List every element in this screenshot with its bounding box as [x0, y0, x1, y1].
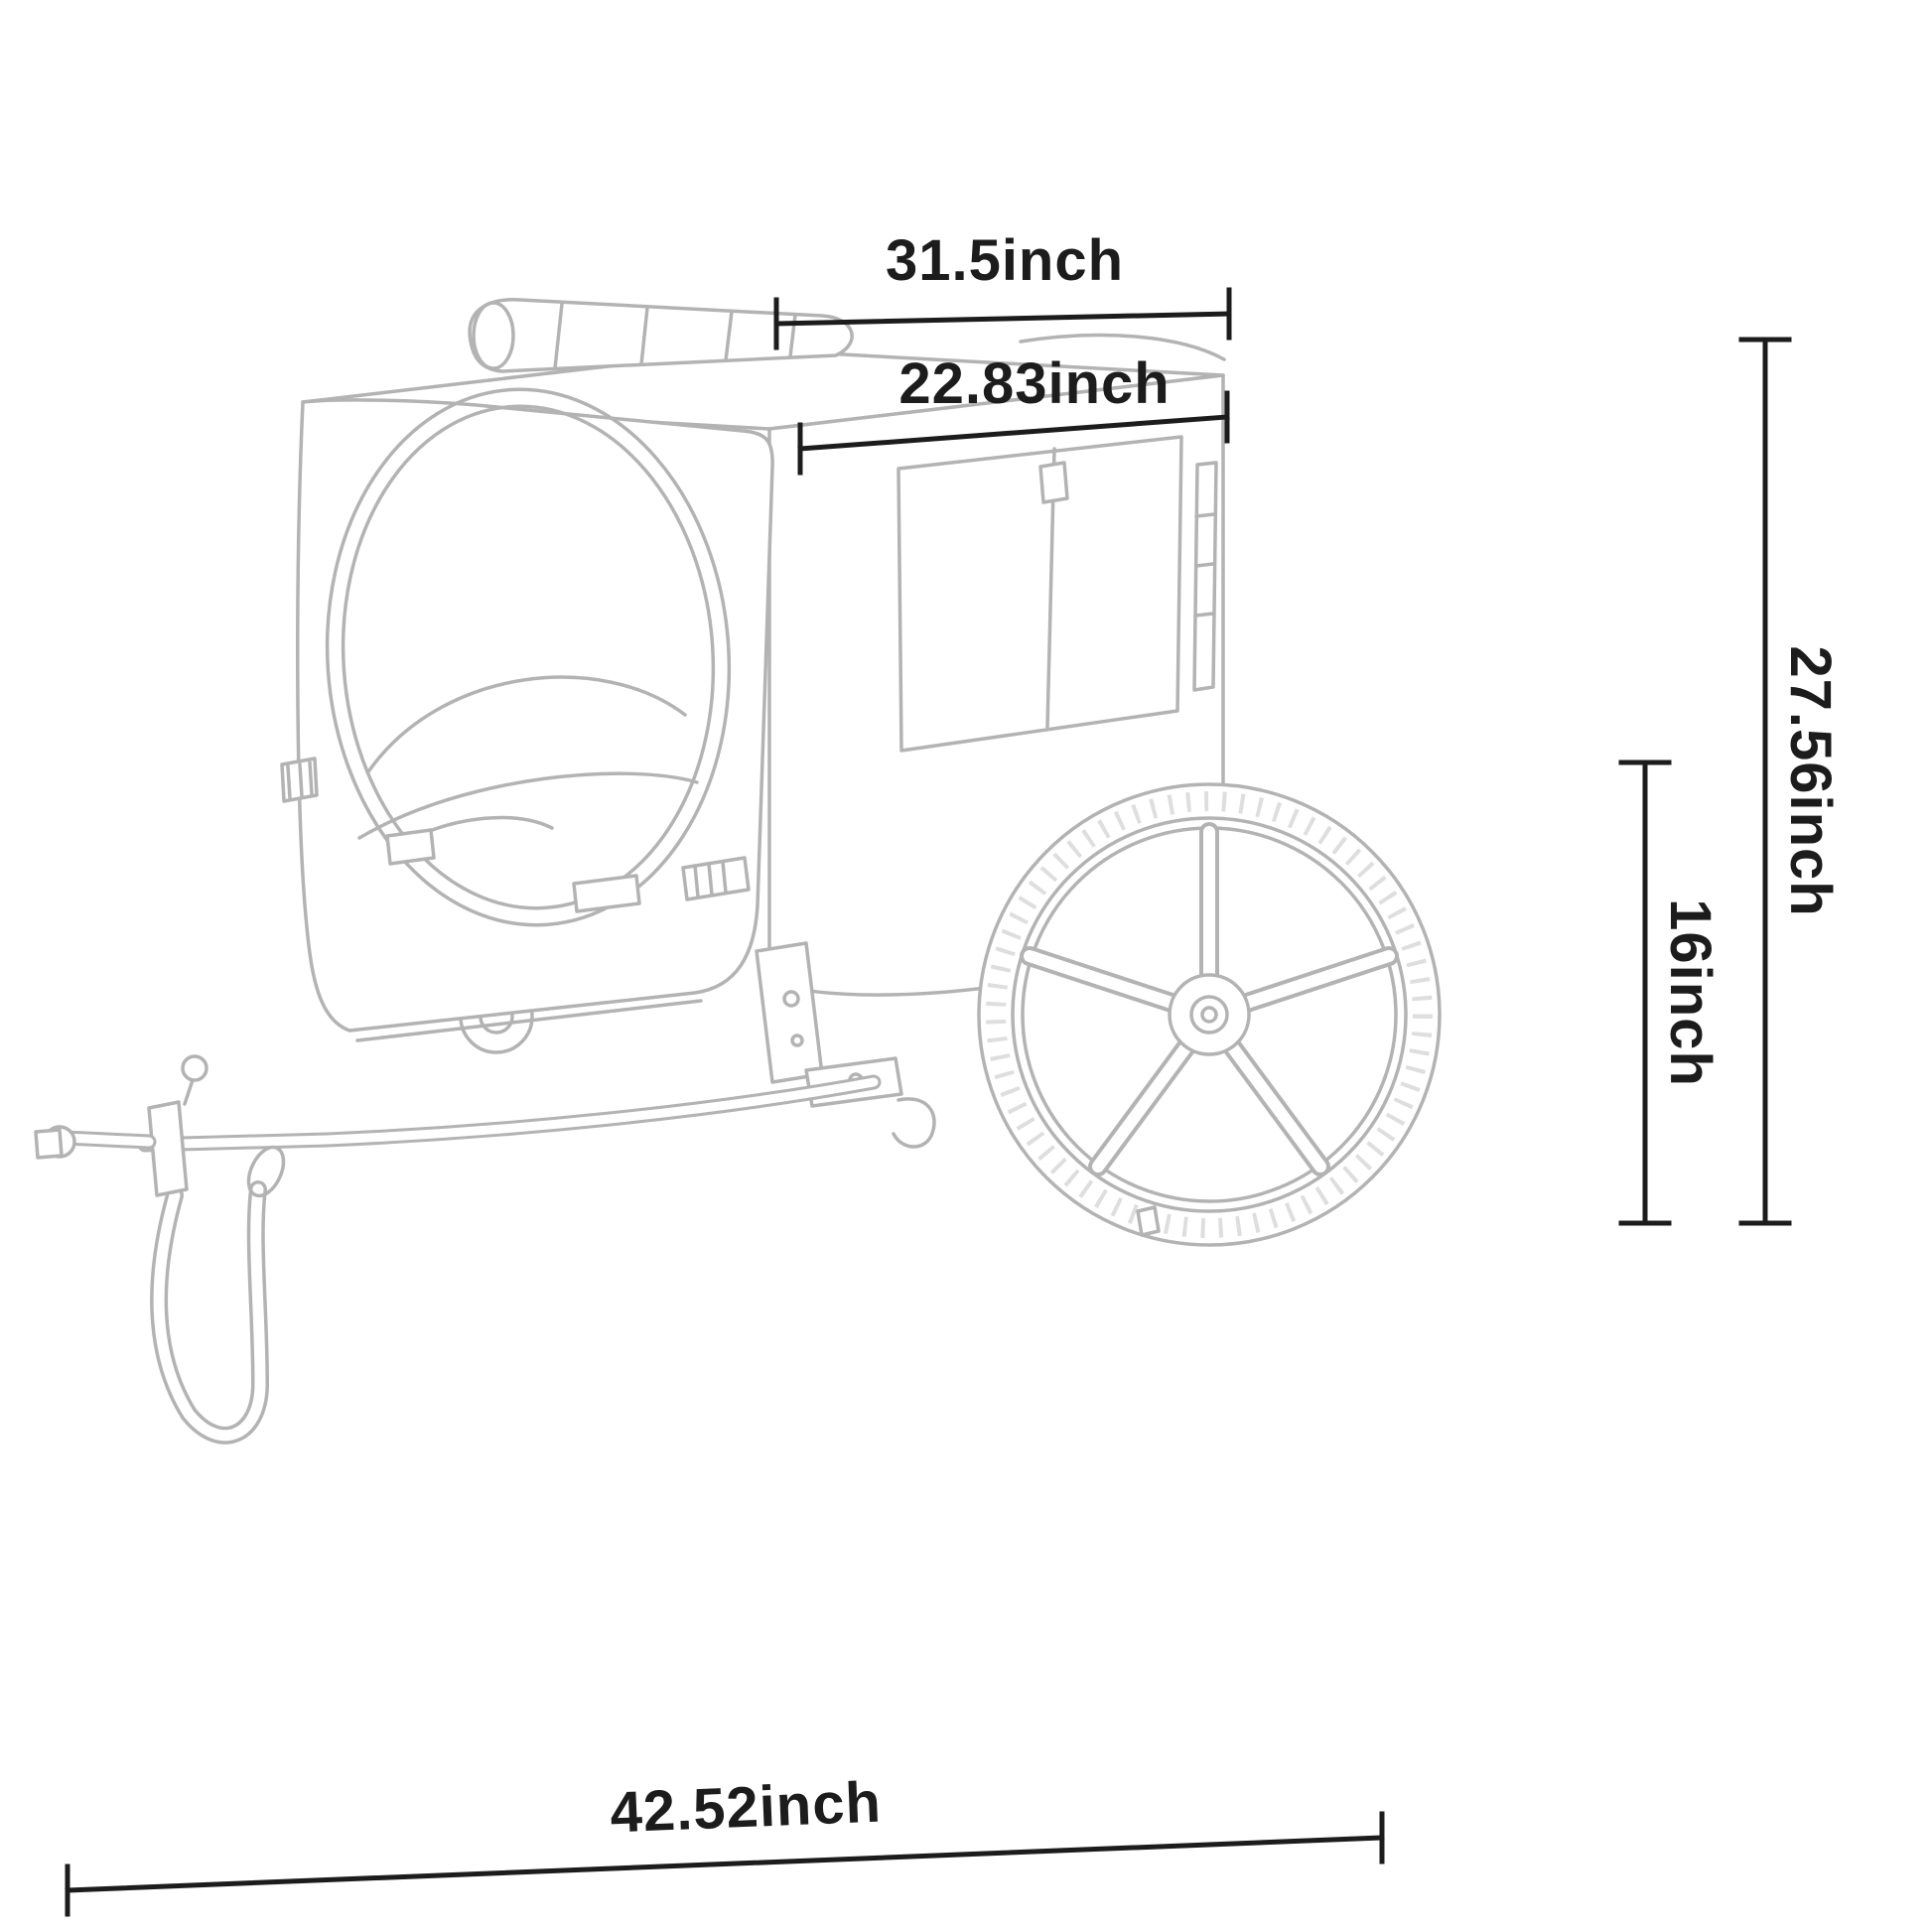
front-panel [296, 398, 774, 1033]
safety-strap-fill [153, 1183, 266, 1442]
seat-back [367, 675, 687, 772]
frame-bolt-2 [790, 1034, 804, 1047]
tow-bar-tube-outline [137, 1074, 882, 1153]
hitch-end-cap [34, 1128, 64, 1160]
dimension-overall-length: 42.52inch [65, 1770, 1385, 1917]
body-width-line [797, 414, 1230, 452]
frame-bolt-1 [782, 990, 800, 1008]
hitch-pin [183, 1078, 195, 1106]
top-width-label: 31.5inch [886, 228, 1124, 293]
overall-length-label: 42.52inch [609, 1770, 883, 1846]
reflector-strip [1192, 461, 1218, 692]
door-opening-inner [341, 404, 716, 910]
wheel-axle [1200, 1006, 1218, 1024]
door-opening-outer [325, 387, 732, 927]
hitch-axle-fill [61, 1133, 154, 1147]
top-width-line [773, 311, 1232, 327]
tow-bar-tube-fill [140, 1077, 879, 1150]
right-buckle-hatch [693, 860, 728, 898]
dimension-top-width: 31.5inch [773, 228, 1232, 350]
dimension-overall-height: 27.56inch [1738, 337, 1843, 1226]
overall-height-label: 27.56inch [1778, 645, 1843, 916]
wheel-height-label: 16inch [1658, 898, 1723, 1087]
wheel-hub-inner [1189, 995, 1229, 1035]
left-reflector-hatch [286, 760, 314, 800]
overall-length-line [65, 1835, 1385, 1893]
zipper-pull [1038, 461, 1069, 504]
canopy-ribs [553, 302, 797, 370]
hitch-pin-ring [181, 1054, 208, 1082]
dimension-body-width: 22.83inch [797, 351, 1230, 476]
tow-bar [34, 1054, 882, 1445]
seat-base [357, 771, 699, 840]
canopy-end-cap [472, 301, 515, 370]
wheel-reflector [1136, 1205, 1161, 1237]
safety-ring [892, 1097, 936, 1149]
bottom-edge [355, 999, 703, 1042]
roof-seam [1019, 333, 1226, 361]
hitch-clamp [147, 1100, 189, 1197]
wheel-spokes-fill [1024, 826, 1395, 1173]
dimension-wheel-height: 16inch [1618, 759, 1723, 1226]
tire-tread [986, 791, 1433, 1238]
side-window-mesh [897, 435, 1183, 753]
body-width-label: 22.83inch [898, 351, 1170, 416]
strap-buckles [385, 828, 641, 913]
wheel [977, 782, 1442, 1247]
reflector-hatch [1193, 512, 1216, 618]
carabiner [246, 1145, 286, 1198]
